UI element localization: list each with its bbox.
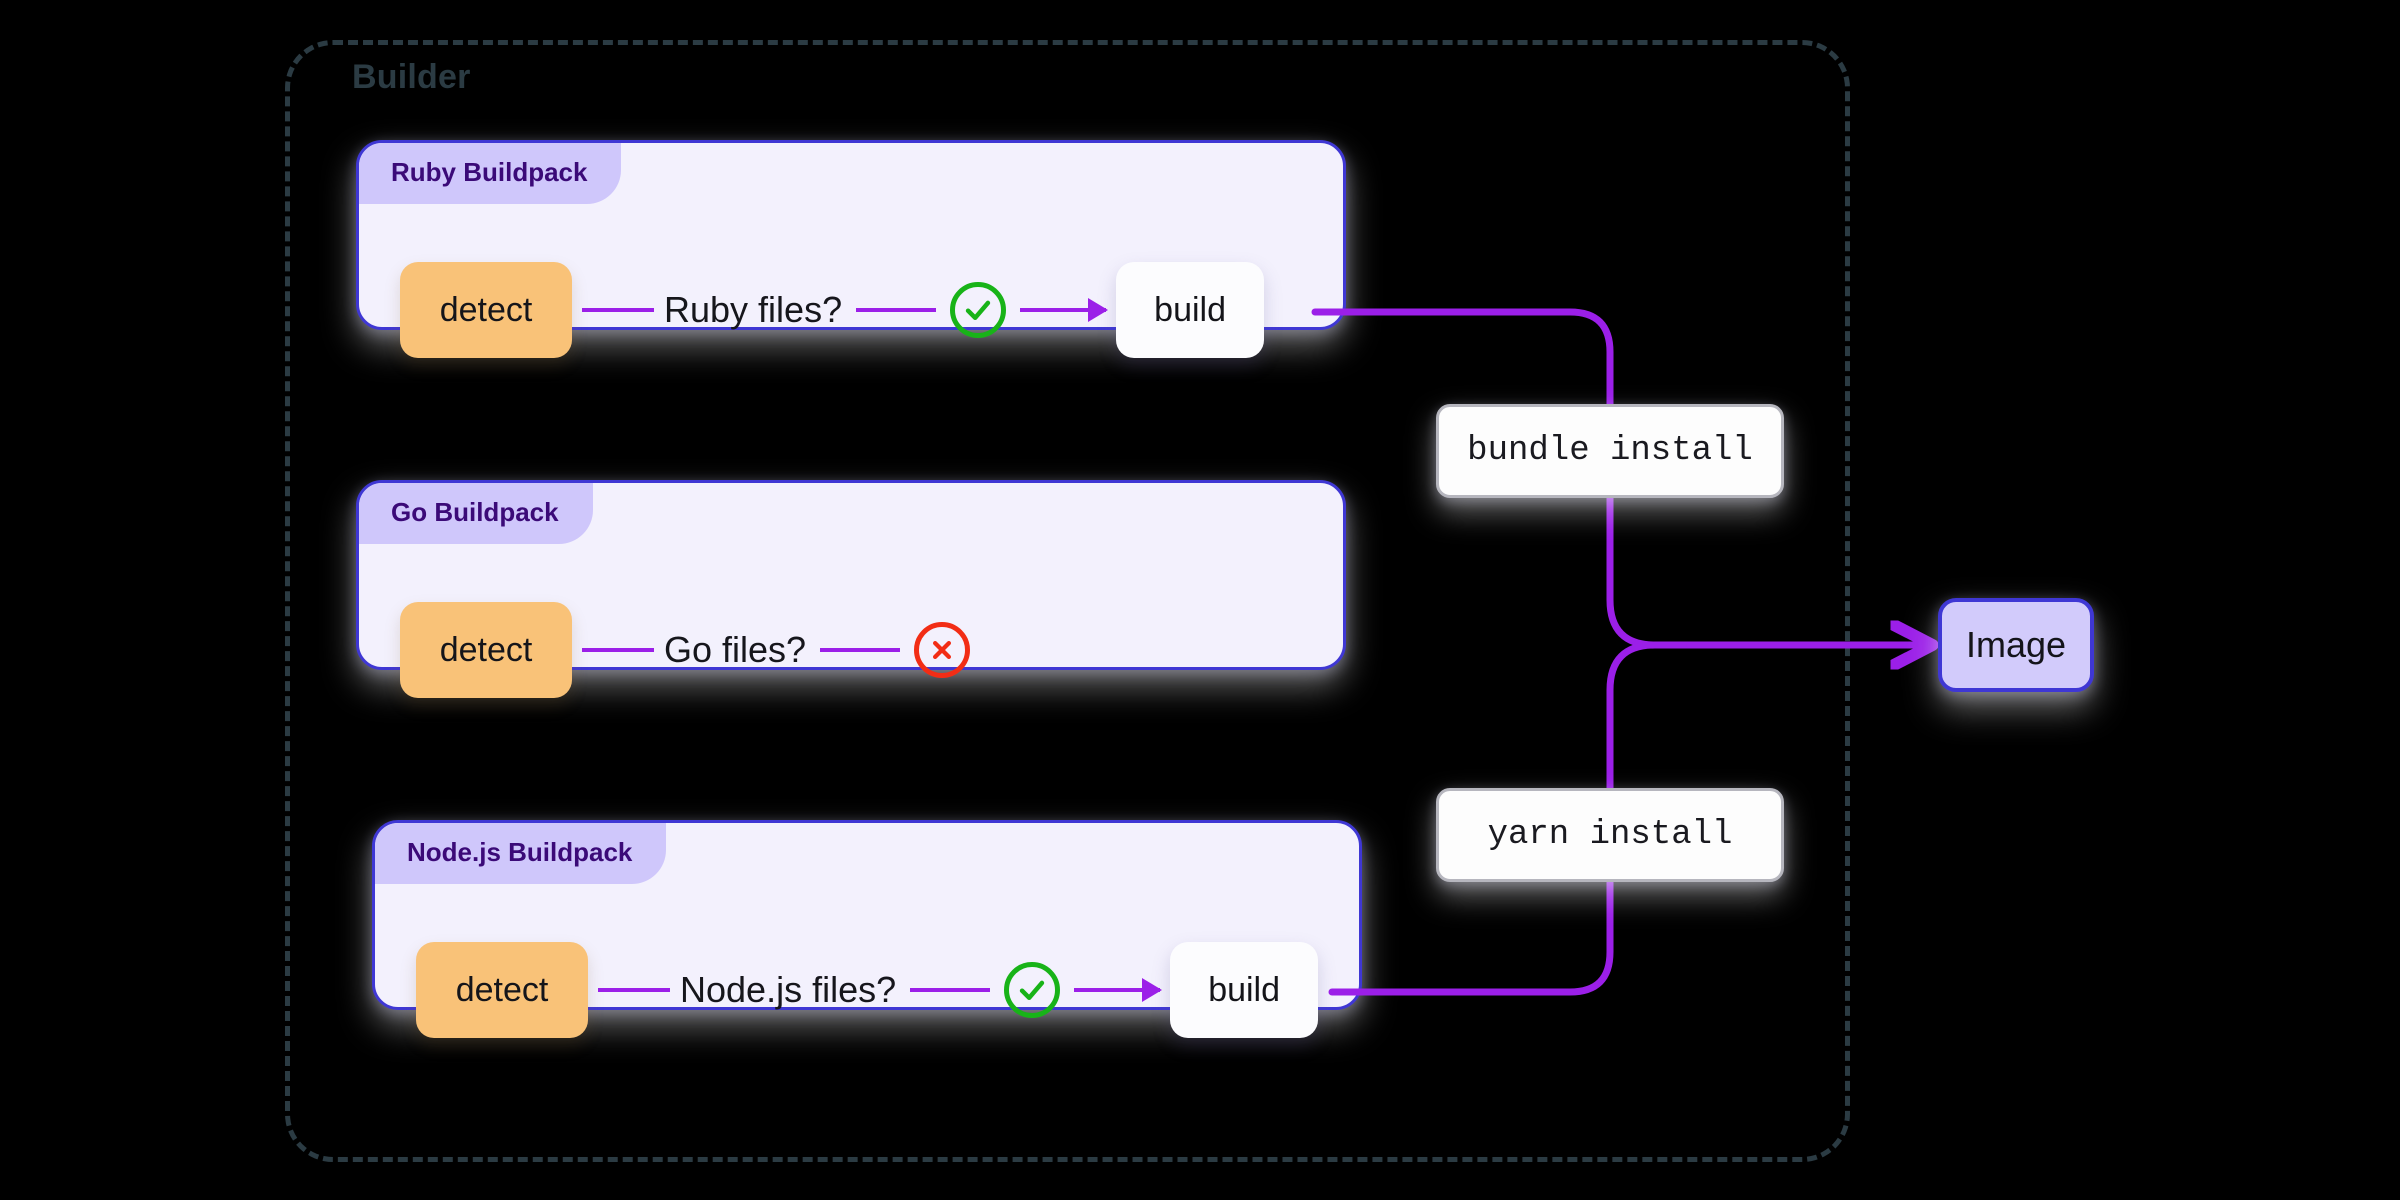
check-circle-icon <box>1004 962 1061 1018</box>
build-box-ruby[interactable]: build <box>1116 262 1265 358</box>
buildpack-row-ruby: detect Ruby files? build <box>400 262 2400 358</box>
detect-box-go[interactable]: detect <box>400 602 572 698</box>
buildpack-row-node: detect Node.js files? build <box>416 942 2400 1038</box>
command-box-bundle-install[interactable]: bundle install <box>1436 404 1784 498</box>
builder-container <box>285 40 1850 1162</box>
connector-segment <box>856 308 937 312</box>
buildpack-title-ruby: Ruby Buildpack <box>359 143 622 204</box>
connector-arrow <box>1074 978 1163 1002</box>
connector-arrow <box>1020 298 1109 322</box>
buildpack-title-go: Go Buildpack <box>359 483 593 544</box>
buildpack-row-go: detect Go files? <box>400 602 2400 698</box>
detect-box-ruby[interactable]: detect <box>400 262 572 358</box>
image-output-node[interactable]: Image <box>1938 598 2094 692</box>
cross-circle-icon <box>914 622 971 678</box>
detect-question-node: Node.js files? <box>680 969 897 1010</box>
detect-question-ruby: Ruby files? <box>664 289 843 330</box>
connector-segment <box>598 988 670 992</box>
builder-label: Builder <box>352 58 471 96</box>
connector-segment <box>582 308 654 312</box>
check-circle-icon <box>950 282 1007 338</box>
buildpack-title-node: Node.js Buildpack <box>375 823 667 884</box>
connector-segment <box>582 648 654 652</box>
detect-box-node[interactable]: detect <box>416 942 588 1038</box>
connector-segment <box>910 988 991 992</box>
build-box-node[interactable]: build <box>1170 942 1319 1038</box>
detect-question-go: Go files? <box>664 629 807 670</box>
connector-segment <box>820 648 901 652</box>
command-box-yarn-install[interactable]: yarn install <box>1436 788 1784 882</box>
